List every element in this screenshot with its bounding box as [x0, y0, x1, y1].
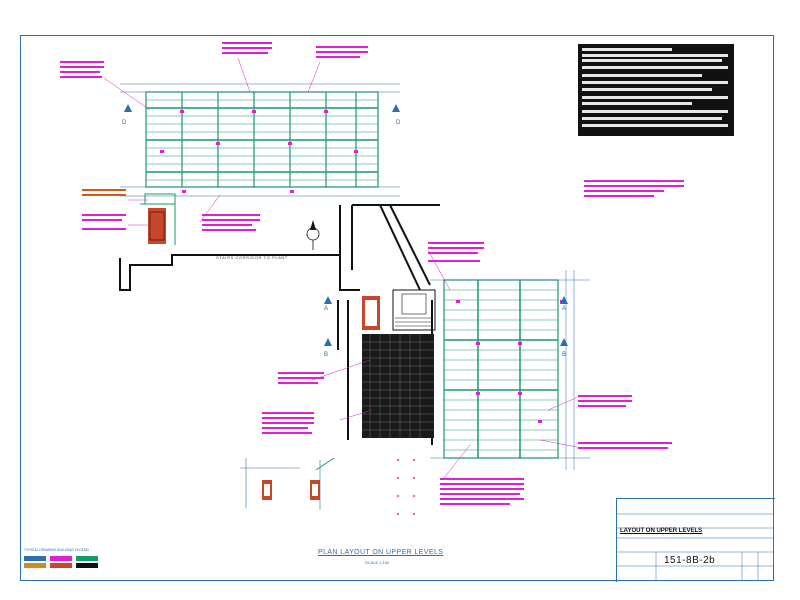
hatched-slab: [362, 296, 434, 438]
annotation-line: [262, 417, 314, 419]
annotation-leaders: [103, 57, 583, 479]
title-block-grid: [616, 513, 774, 581]
annotation-line: [578, 405, 626, 407]
right-steel-frame: [430, 270, 590, 470]
annotation-line: [428, 242, 484, 244]
corridor-label: STAIRS CORRIDOR TO PLANT: [216, 255, 288, 260]
notes-line: [582, 74, 702, 77]
general-notes-panel: [578, 44, 734, 136]
annotation-line: [278, 372, 324, 374]
grid-tag: B: [324, 352, 329, 358]
annotation-line: [440, 498, 524, 500]
grid-tag: A: [562, 306, 567, 312]
annotation-line: [82, 189, 126, 191]
legend-swatch: [50, 556, 72, 561]
annotation-line: [262, 412, 314, 414]
annotation-line: [428, 260, 480, 262]
notes-line: [582, 81, 728, 84]
annotation-line: [60, 76, 102, 78]
notes-line: [582, 102, 692, 105]
central-stair: [392, 289, 436, 331]
annotation-line: [82, 214, 126, 216]
notes-line: [582, 88, 712, 91]
annotation-line: [578, 400, 632, 402]
annotation-line: [316, 51, 368, 53]
grid-tag: D: [396, 120, 401, 126]
notes-line: [582, 59, 722, 62]
annotation-line: [440, 503, 510, 505]
legend-title: TYPICAL DRAWING BUILDING LEGEND: [24, 548, 90, 552]
annotation-line: [278, 377, 324, 379]
legend-swatch: [76, 556, 98, 561]
annotation-line: [202, 229, 256, 231]
annotation-line: [82, 194, 126, 196]
title-block: [616, 498, 775, 582]
legend-swatch: [24, 556, 46, 561]
notes-line: [582, 54, 728, 57]
section-marker-icon: [124, 104, 568, 346]
annotation-line: [578, 395, 632, 397]
annotation-line: [60, 61, 104, 63]
annotation-line: [222, 52, 268, 54]
grid-tag: A: [324, 306, 329, 312]
legend-swatch: [76, 563, 98, 568]
annotation-line: [428, 247, 484, 249]
legend-swatch: [24, 563, 46, 568]
notes-line: [582, 117, 722, 120]
annotation-line: [60, 71, 100, 73]
annotation-line: [262, 432, 312, 434]
notes-line: [582, 66, 728, 69]
notes-line: [582, 48, 672, 51]
annotation-line: [60, 66, 104, 68]
annotation-line: [202, 214, 260, 216]
annotation-line: [584, 195, 654, 197]
annotation-line: [440, 493, 520, 495]
north-arrow-icon: [306, 220, 320, 250]
annotation-line: [82, 228, 126, 230]
grid-tag: B: [562, 352, 567, 358]
annotation-line: [578, 442, 672, 444]
annotation-line: [82, 219, 122, 221]
notes-line: [582, 96, 728, 99]
annotation-line: [428, 252, 478, 254]
upper-steel-frame: [120, 83, 400, 197]
annotation-line: [316, 56, 360, 58]
sheet-label: LAYOUT ON UPPER LEVELS: [620, 528, 703, 534]
annotation-line: [584, 190, 664, 192]
legend-swatch: [50, 563, 72, 568]
notes-line: [582, 110, 728, 113]
annotation-line: [584, 180, 684, 182]
section-details: [240, 457, 415, 515]
annotation-line: [278, 382, 318, 384]
annotation-line: [262, 422, 314, 424]
annotation-line: [222, 47, 272, 49]
annotation-line: [316, 46, 368, 48]
drawing-number: 151-8B-2b: [664, 555, 716, 566]
annotation-line: [440, 488, 524, 490]
annotation-line: [202, 219, 260, 221]
sheet-border: [20, 35, 774, 581]
annotation-line: [584, 185, 684, 187]
annotation-line: [578, 447, 668, 449]
annotation-line: [262, 427, 308, 429]
annotation-line: [440, 483, 524, 485]
grid-tag: D: [122, 120, 127, 126]
notes-line: [582, 124, 728, 127]
annotation-line: [222, 42, 272, 44]
left-stair-block: [140, 193, 176, 245]
plan-scale: SCALE 1:100: [365, 560, 390, 565]
annotation-line: [202, 224, 252, 226]
annotation-line: [440, 478, 524, 480]
plan-title: PLAN LAYOUT ON UPPER LEVELS: [318, 549, 444, 556]
